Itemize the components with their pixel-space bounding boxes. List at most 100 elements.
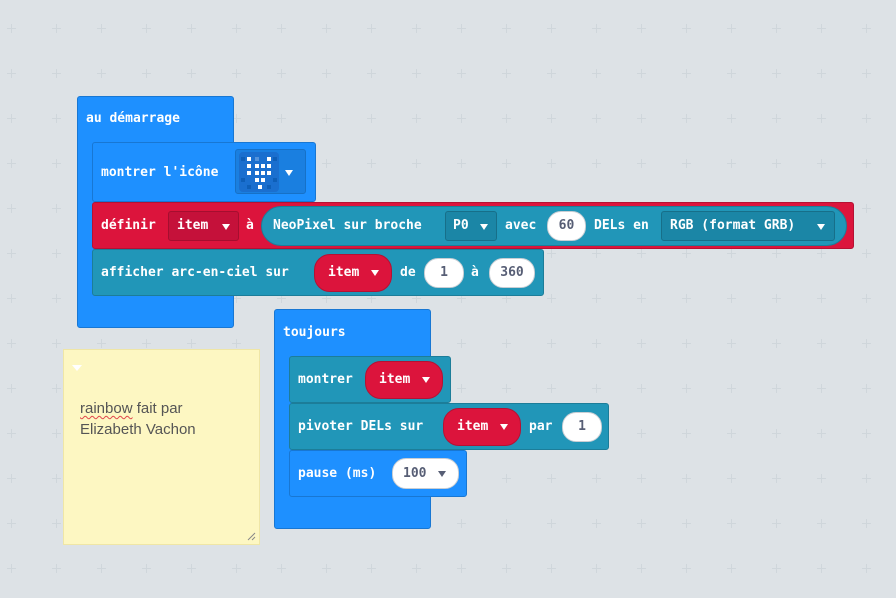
grid-mark — [412, 564, 421, 573]
grid-mark — [7, 159, 16, 168]
rotate-var-dropdown[interactable]: item — [443, 408, 521, 446]
icon-dropdown[interactable] — [235, 149, 306, 194]
pin-dropdown[interactable]: P0 — [445, 211, 497, 241]
grid-mark — [52, 204, 61, 213]
grid-mark — [232, 294, 241, 303]
grid-mark — [457, 159, 466, 168]
grid-mark — [7, 204, 16, 213]
grid-mark — [682, 294, 691, 303]
grid-mark — [502, 564, 511, 573]
grid-mark — [277, 294, 286, 303]
comment-text[interactable]: rainbow fait par Elizabeth Vachon — [80, 398, 250, 440]
grid-mark — [637, 564, 646, 573]
grid-mark — [637, 69, 646, 78]
grid-mark — [817, 294, 826, 303]
grid-mark — [52, 159, 61, 168]
grid-mark — [187, 69, 196, 78]
grid-mark — [502, 69, 511, 78]
chevron-down-icon — [285, 170, 293, 176]
grid-mark — [7, 474, 16, 483]
rainbow-var-dropdown[interactable]: item — [314, 254, 392, 292]
grid-mark — [547, 564, 556, 573]
grid-mark — [7, 249, 16, 258]
grid-mark — [592, 114, 601, 123]
grid-mark — [277, 564, 286, 573]
collapse-note-icon[interactable] — [72, 365, 82, 371]
grid-mark — [727, 249, 736, 258]
grid-mark — [52, 114, 61, 123]
grid-mark — [457, 114, 466, 123]
grid-mark — [682, 429, 691, 438]
pause-dropdown[interactable]: 100 — [392, 458, 459, 489]
grid-mark — [637, 114, 646, 123]
chevron-down-icon — [480, 224, 488, 230]
comment-note[interactable] — [63, 349, 260, 545]
grid-mark — [592, 384, 601, 393]
rotate-offset-input[interactable]: 1 — [562, 412, 602, 442]
resize-handle-icon[interactable] — [246, 531, 256, 541]
grid-mark — [817, 339, 826, 348]
leds-in-label: DELs en — [594, 218, 649, 233]
grid-mark — [232, 339, 241, 348]
set-var-dropdown[interactable]: item — [168, 211, 239, 241]
grid-mark — [592, 24, 601, 33]
grid-mark — [682, 114, 691, 123]
grid-mark — [727, 429, 736, 438]
grid-mark — [52, 339, 61, 348]
grid-mark — [52, 474, 61, 483]
chevron-down-icon — [817, 224, 825, 230]
show-var-dropdown[interactable]: item — [365, 361, 443, 399]
grid-mark — [232, 564, 241, 573]
grid-mark — [772, 564, 781, 573]
grid-mark — [637, 24, 646, 33]
rainbow-var-name: item — [328, 265, 360, 280]
hue-from-input[interactable]: 1 — [424, 258, 464, 288]
grid-mark — [412, 159, 421, 168]
grid-mark — [547, 474, 556, 483]
grid-mark — [727, 384, 736, 393]
grid-mark — [142, 69, 151, 78]
grid-mark — [727, 159, 736, 168]
grid-mark — [232, 69, 241, 78]
grid-mark — [862, 384, 871, 393]
grid-mark — [502, 24, 511, 33]
grid-mark — [772, 69, 781, 78]
grid-mark — [547, 519, 556, 528]
to-label: à — [471, 265, 479, 280]
set-var-name: item — [177, 218, 209, 233]
grid-mark — [862, 564, 871, 573]
grid-mark — [727, 69, 736, 78]
show-var-name: item — [379, 372, 411, 387]
grid-mark — [412, 69, 421, 78]
grid-mark — [637, 294, 646, 303]
grid-mark — [232, 114, 241, 123]
grid-mark — [637, 474, 646, 483]
grid-mark — [862, 249, 871, 258]
grid-mark — [637, 384, 646, 393]
grid-mark — [727, 519, 736, 528]
mode-dropdown[interactable]: RGB (format GRB) — [661, 211, 835, 241]
grid-mark — [457, 339, 466, 348]
grid-mark — [52, 429, 61, 438]
grid-mark — [592, 159, 601, 168]
hue-to-input[interactable]: 360 — [489, 258, 535, 288]
grid-mark — [817, 474, 826, 483]
neopixel-label: NeoPixel sur broche — [273, 218, 422, 233]
grid-mark — [772, 339, 781, 348]
grid-mark — [367, 69, 376, 78]
grid-mark — [547, 24, 556, 33]
led-count-input[interactable]: 60 — [547, 211, 586, 241]
from-label: de — [400, 265, 416, 280]
grid-mark — [592, 339, 601, 348]
grid-mark — [637, 429, 646, 438]
comment-line2: Elizabeth Vachon — [80, 421, 196, 438]
rotate-var-name: item — [457, 419, 489, 434]
grid-mark — [457, 294, 466, 303]
grid-mark — [142, 339, 151, 348]
grid-mark — [862, 69, 871, 78]
grid-mark — [772, 114, 781, 123]
grid-mark — [322, 564, 331, 573]
grid-mark — [52, 564, 61, 573]
grid-mark — [52, 249, 61, 258]
grid-mark — [727, 564, 736, 573]
